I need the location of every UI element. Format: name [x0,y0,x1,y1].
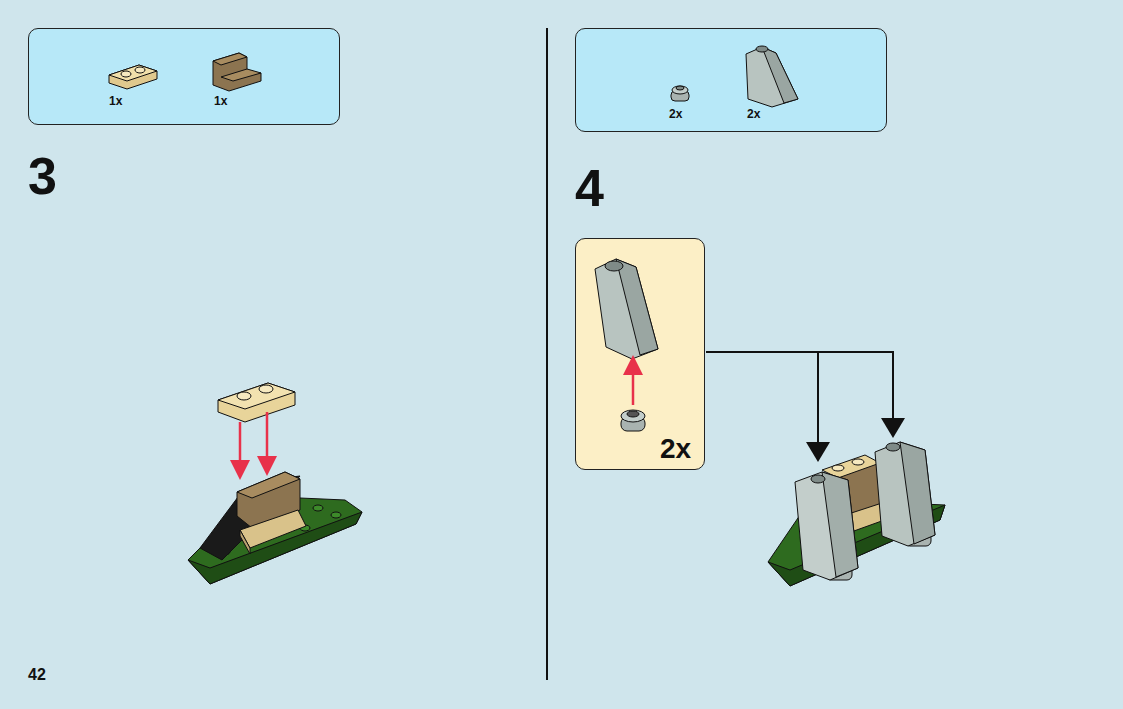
step-number: 4 [575,162,604,214]
sub-assembly-inset: 2x [575,238,705,470]
page-number: 42 [28,667,46,683]
leader-line [706,352,893,428]
quantity-text: 2x [660,435,691,463]
assembly-arrow [239,422,242,470]
quantity-text: 1x [109,95,122,107]
parts-callout: 1x 1x [28,28,340,125]
quantity-text: 1x [214,95,227,107]
quantity-text: 2x [747,108,760,120]
leader-line [817,352,819,452]
step-number: 3 [28,150,57,202]
quantity-text: 2x [669,108,682,120]
part-icons [576,29,888,133]
step4-model [768,442,945,586]
divider-line [546,28,548,680]
assembly-arrow [266,412,269,466]
parts-callout: 2x 2x [575,28,887,132]
part-icons [29,29,341,126]
step3-model [188,383,362,584]
